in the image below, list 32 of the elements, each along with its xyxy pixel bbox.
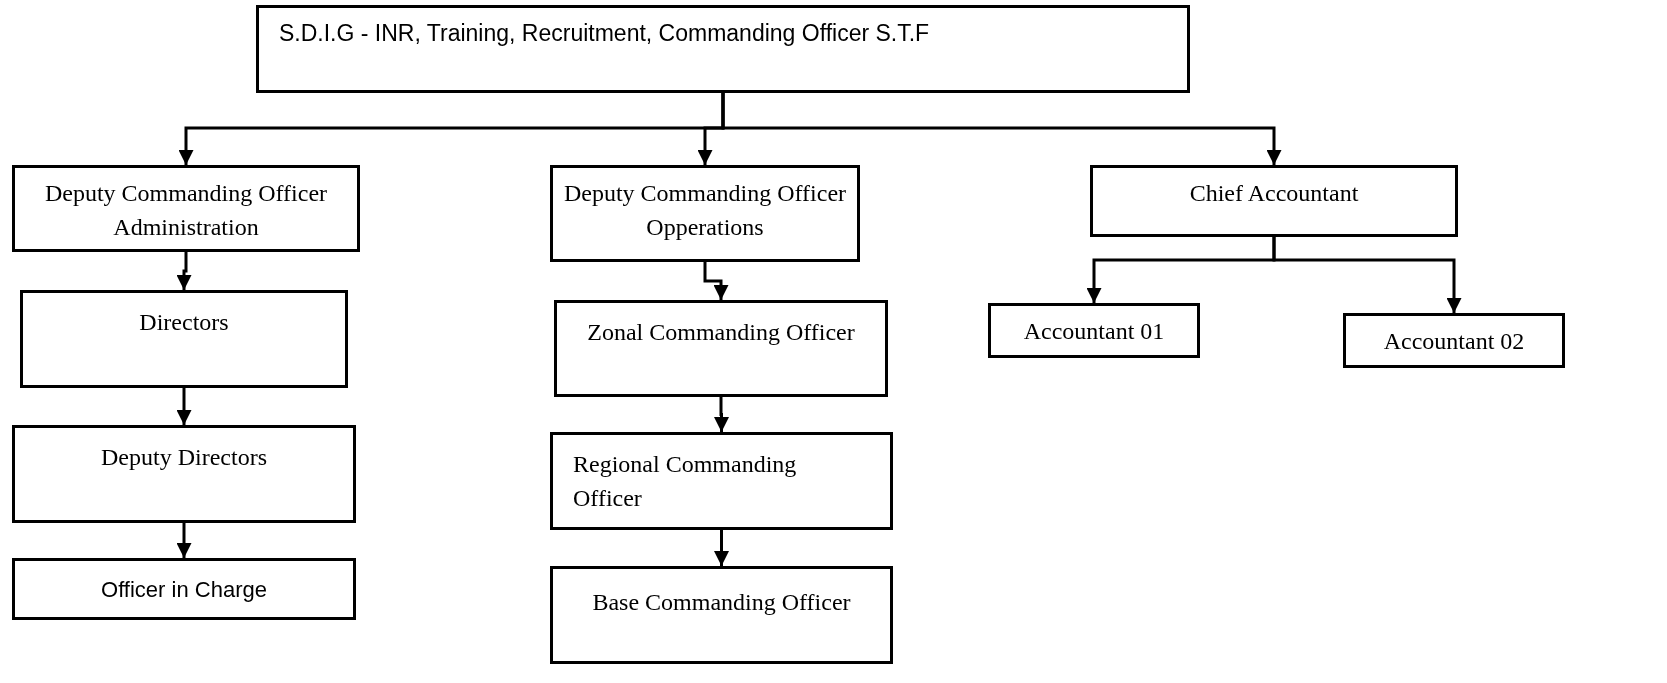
connector-arrow: [176, 523, 192, 558]
org-box: [1343, 313, 1565, 368]
role-title: Deputy Directors: [101, 443, 267, 472]
connector-arrow: [703, 262, 729, 300]
role-title: Chief Accountant: [1189, 179, 1359, 208]
org-box: [554, 300, 888, 397]
org-box: [550, 165, 860, 262]
role-title: Officer in Charge: [101, 575, 267, 604]
connector-arrow: [714, 530, 729, 566]
org-box: [550, 566, 893, 664]
role-title: S.D.I.G - INR, Training, Recruitment, Commanding Officer S.T.F: [279, 19, 930, 48]
role-title: Zonal Commanding Officer: [586, 318, 856, 347]
connector-arrow: [714, 397, 729, 432]
org-box: [256, 5, 1190, 93]
role-title: Base Commanding Officer: [592, 588, 851, 617]
org-box: [20, 290, 348, 388]
connector-arrow: [176, 388, 192, 425]
role-title: Deputy Commanding Officer Administration: [43, 179, 329, 242]
role-title: Regional Commanding Officer: [573, 450, 798, 513]
connector-arrow: [721, 93, 1282, 165]
role-title: Accountant 01: [1023, 316, 1165, 346]
connector-arrow: [1272, 237, 1462, 313]
role-title: Deputy Commanding Officer Opperations: [562, 179, 848, 242]
role-title: Directors: [139, 308, 229, 337]
connector-arrow: [176, 252, 192, 290]
org-box: [550, 432, 893, 530]
org-box: [12, 558, 356, 620]
org-box: [12, 425, 356, 523]
org-box: [1090, 165, 1458, 237]
role-title: Accountant 02: [1383, 326, 1525, 356]
org-box: [12, 165, 360, 252]
org-box: [988, 303, 1200, 358]
